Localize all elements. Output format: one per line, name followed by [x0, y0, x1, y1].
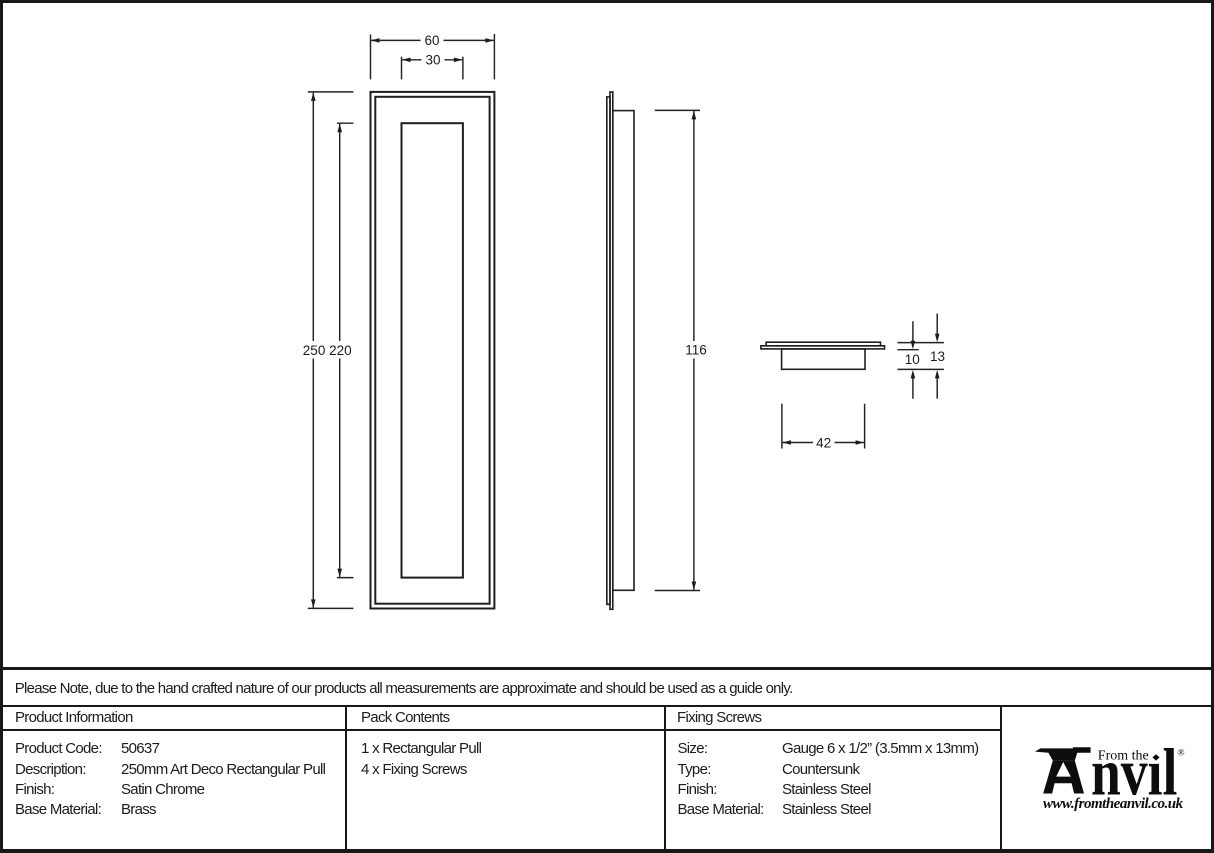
svg-text:www.fromtheanvil.co.uk: www.fromtheanvil.co.uk: [1043, 796, 1184, 812]
svg-text:nvıl: nvıl: [1091, 736, 1177, 810]
svg-text:30: 30: [425, 52, 440, 67]
svg-text:60: 60: [424, 33, 439, 48]
svg-text:From the: From the: [1098, 749, 1149, 764]
svg-text:10: 10: [905, 352, 920, 367]
svg-text:®: ®: [1177, 748, 1184, 759]
svg-text:13: 13: [930, 349, 945, 364]
svg-text:42: 42: [816, 435, 831, 450]
svg-text:116: 116: [685, 343, 707, 358]
svg-text:250 220: 250 220: [303, 343, 352, 358]
